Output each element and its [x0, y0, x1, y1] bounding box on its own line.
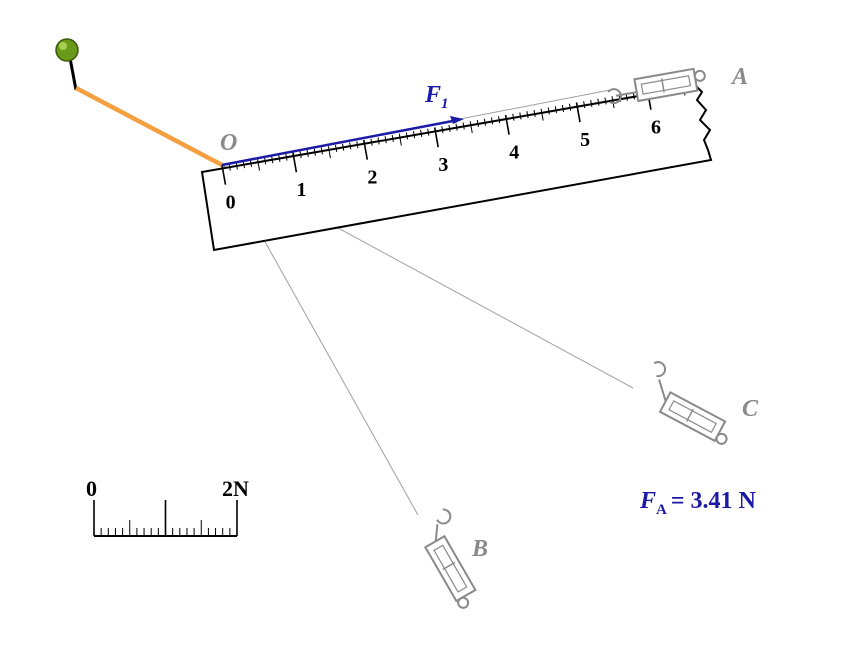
- ruler-tick: [313, 148, 316, 156]
- ruler-tick: [498, 116, 501, 124]
- ruler-tick: [384, 136, 387, 144]
- ruler-tick: [604, 97, 607, 105]
- pin: [55, 38, 79, 91]
- ruler-tick: [590, 99, 593, 107]
- ruler: 0 1 2 3 4 5 6: [200, 83, 713, 252]
- ruler-tick: [256, 158, 261, 171]
- scale-bar-start: 0: [86, 476, 97, 501]
- ruler-tick: [575, 102, 581, 123]
- ruler-tick: [433, 127, 439, 148]
- ruler-tick: [405, 132, 409, 140]
- ruler-tick: [519, 112, 522, 120]
- ruler-number: 6: [651, 116, 661, 138]
- ruler-tick: [561, 104, 565, 112]
- ruler-tick: [242, 161, 245, 169]
- ruler-tick: [568, 103, 572, 111]
- force-reading: FA= 3.41 N: [639, 488, 757, 518]
- ruler-tick: [583, 101, 586, 109]
- ruler-tick: [448, 124, 451, 132]
- ruler-tick: [306, 149, 309, 157]
- ruler-tick: [490, 117, 494, 125]
- force-f1-sub: 1: [441, 96, 449, 112]
- ruler-tick: [455, 123, 458, 131]
- ruler-tick: [249, 159, 253, 167]
- ruler-tick: [370, 138, 373, 146]
- ruler-tick: [427, 128, 430, 136]
- ruler-tick: [327, 146, 331, 159]
- ruler-tick: [377, 137, 380, 145]
- ruler-tick: [547, 107, 550, 115]
- ruler-tick: [597, 98, 600, 106]
- ruler-tick: [228, 163, 231, 171]
- ruler-tick: [363, 139, 369, 160]
- ruler-number: 2: [367, 166, 377, 188]
- ruler-tick: [285, 153, 288, 161]
- ruler-tick: [356, 141, 359, 149]
- ruler-tick: [462, 122, 465, 130]
- point-o-label: O: [220, 130, 237, 156]
- spring-scale-c: [653, 361, 728, 445]
- rope: [74, 86, 224, 167]
- force-arrow-f1: [221, 116, 464, 167]
- ruler-tick: [540, 108, 544, 121]
- spring-scale-a: [607, 67, 706, 105]
- force-f1-main: F: [424, 82, 441, 108]
- scale-bar-end: 2N: [222, 476, 249, 501]
- scale-b-label: B: [471, 536, 488, 562]
- ruler-tick: [292, 152, 298, 173]
- ruler-tick: [235, 162, 238, 170]
- ruler-tick: [299, 151, 302, 159]
- ruler-tick: [342, 143, 345, 151]
- ruler-tick: [278, 154, 281, 162]
- ruler-number: 5: [580, 129, 590, 151]
- ruler-tick: [526, 111, 529, 119]
- ruler-tick: [533, 109, 536, 117]
- scale-bar-ticks: [93, 500, 238, 536]
- ruler-number: 1: [297, 179, 307, 201]
- ruler-tick: [504, 114, 510, 135]
- ruler-tick: [483, 118, 487, 126]
- ruler-numbers: 0 1 2 3 4 5 6: [226, 116, 661, 213]
- force-scale-bar: 0 2N: [86, 476, 249, 537]
- ruler-tick: [512, 113, 515, 121]
- ruler-tick: [349, 142, 352, 150]
- ruler-tick: [398, 133, 402, 146]
- ruler-tick: [441, 126, 444, 134]
- reading-value: = 3.41 N: [671, 488, 757, 514]
- ruler-tick: [334, 144, 338, 152]
- ruler-number: 0: [226, 191, 236, 213]
- force-f1-label: F1: [424, 82, 449, 112]
- ruler-tick: [264, 157, 267, 165]
- ruler-tick: [320, 147, 323, 155]
- ruler-tick: [469, 121, 473, 134]
- ruler-tick: [420, 129, 423, 137]
- ruler-tick: [554, 106, 557, 114]
- spring-scale-b: [423, 508, 477, 609]
- scale-a-label: A: [730, 64, 748, 90]
- ruler-tick: [221, 164, 227, 185]
- reading-sub: A: [656, 502, 667, 518]
- ruler-tick: [476, 119, 479, 127]
- ruler-tick: [412, 131, 416, 139]
- ruler-number: 3: [438, 154, 448, 176]
- ruler-number: 4: [509, 141, 519, 163]
- reading-main: F: [639, 488, 656, 514]
- ruler-tick: [391, 134, 394, 142]
- scale-c-label: C: [742, 396, 759, 422]
- ruler-tick: [271, 156, 274, 164]
